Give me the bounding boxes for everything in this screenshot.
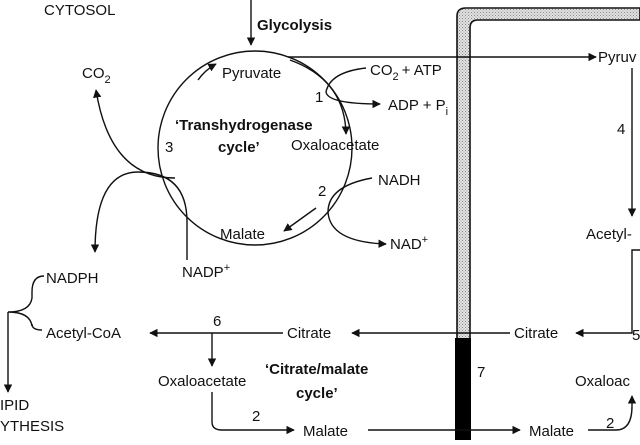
transhydrogenase-cycle-circle xyxy=(157,50,353,246)
mitochondrial-membrane xyxy=(455,7,640,441)
citrate-label: Citrate xyxy=(287,325,331,342)
mito-malate-to-oxaloacetate-arrow xyxy=(588,395,637,431)
step5-bracket-arrow xyxy=(575,249,640,338)
citrate-malate-cycle-label-2: cycle’ xyxy=(296,385,338,402)
co2-atp-label: CO2+ ATP xyxy=(370,62,442,83)
step-4-label: 4 xyxy=(617,121,625,138)
acetyl-coa-label: Acetyl-CoA xyxy=(46,325,121,342)
step1-arrow xyxy=(289,59,351,135)
oxaloacetate-lower-label: Oxaloacetate xyxy=(158,373,246,390)
acetyl-mito-label: Acetyl- xyxy=(586,226,632,243)
step2-nadh-branch xyxy=(327,177,387,248)
lipid-brace xyxy=(7,275,45,331)
step-2-lower-label: 2 xyxy=(252,408,260,425)
nadh-label: NADH xyxy=(378,172,421,189)
malate-mito-label: Malate xyxy=(529,423,574,440)
lipid-synthesis-label-1: IPID xyxy=(0,397,29,414)
step-5-label: 5 xyxy=(632,327,640,344)
step1-co2-atp-branch xyxy=(325,67,381,109)
nadph-label: NADPH xyxy=(46,270,99,287)
step-6-label: 6 xyxy=(213,313,221,330)
citrate-malate-transporter xyxy=(455,338,471,440)
step-7-label: 7 xyxy=(477,364,485,381)
transhydrogenase-cycle-label-2: cycle’ xyxy=(218,139,260,156)
oxaloacetate-label: Oxaloacetate xyxy=(291,137,379,154)
glycolysis-label: Glycolysis xyxy=(257,17,332,34)
oxaloac-mito-label: Oxaloac xyxy=(575,373,631,390)
oxaloacetate-to-malate-arrow xyxy=(211,392,295,435)
malate-lower-label: Malate xyxy=(303,423,348,440)
cytosol-label: CYTOSOL xyxy=(44,2,115,19)
cycle-arrow-into-pyruvate xyxy=(197,63,217,81)
step-2-mito-label: 2 xyxy=(606,415,614,432)
step2-arrow xyxy=(283,207,317,232)
co2-left-label: CO2 xyxy=(82,65,111,86)
pyruvate-label: Pyruvate xyxy=(222,65,281,82)
step-2-label: 2 xyxy=(318,183,326,200)
step-3-label: 3 xyxy=(165,139,173,156)
citrate-mito-label: Citrate xyxy=(514,325,558,342)
step3-arrow-to-co2 xyxy=(93,89,176,179)
lipid-synthesis-label-2: YTHESIS xyxy=(0,418,64,435)
nad-plus-label: NAD+ xyxy=(390,234,428,253)
malate-label: Malate xyxy=(220,226,265,243)
transhydrogenase-cycle-label-1: ‘Transhydrogenase xyxy=(175,117,313,134)
step3-arrow-to-nadph xyxy=(90,171,188,260)
pyruvate-mito-label: Pyruv xyxy=(598,49,637,66)
citrate-malate-cycle-label-1: ‘Citrate/malate xyxy=(265,361,368,378)
adp-pi-label: ADP + Pi xyxy=(388,97,448,118)
step-1-label: 1 xyxy=(315,89,323,106)
nadp-plus-label: NADP+ xyxy=(182,262,230,281)
